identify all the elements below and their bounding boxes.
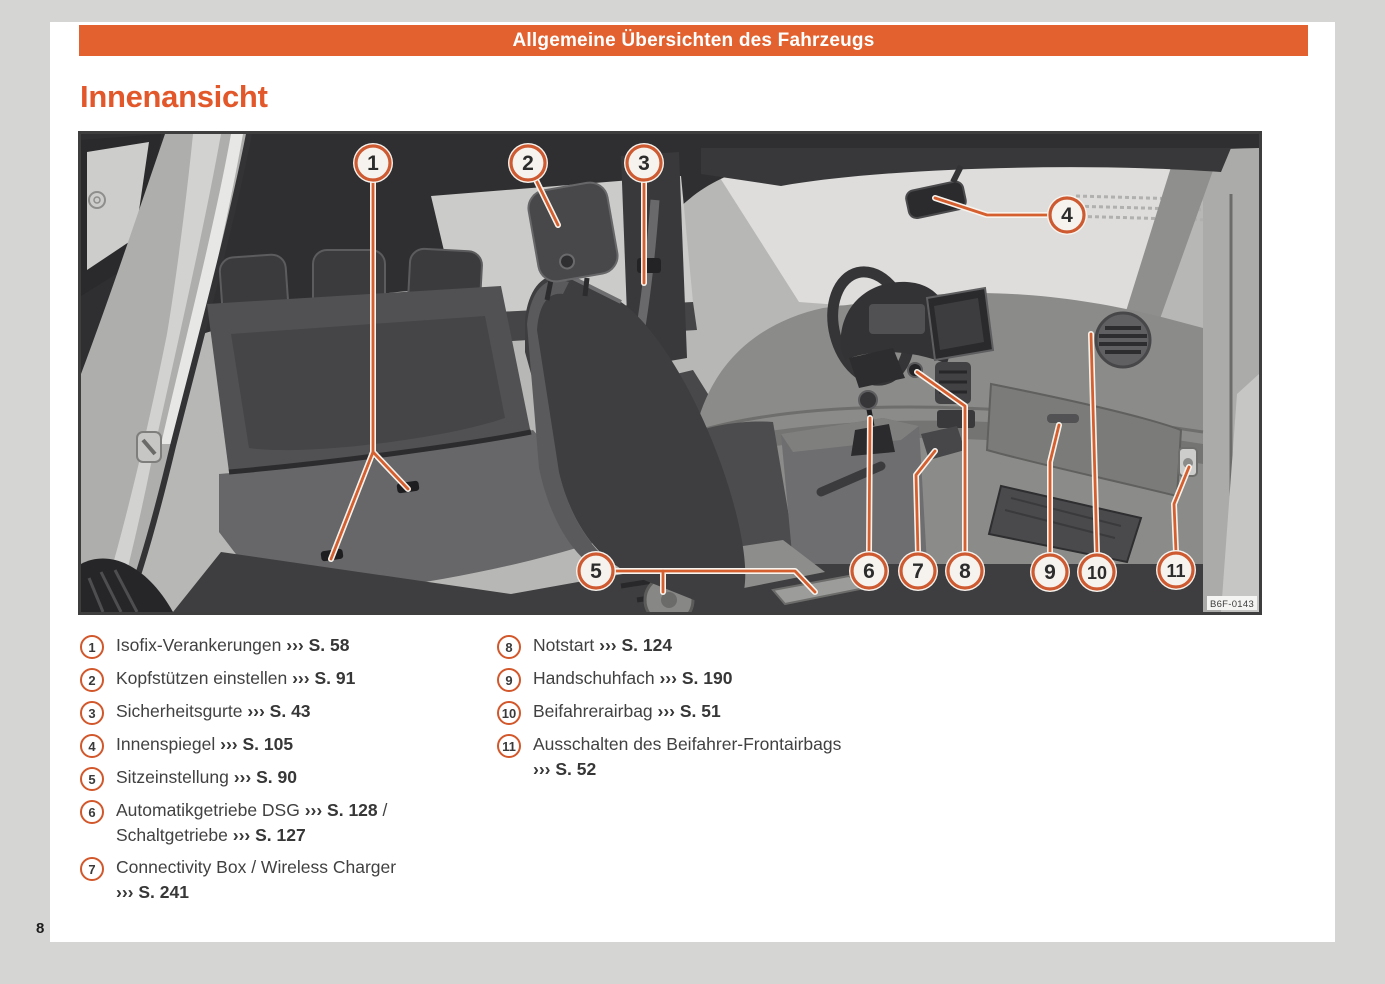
legend-item: 11 Ausschalten des Beifahrer-Frontairbags…: [497, 732, 907, 782]
front-seat-back: [525, 274, 746, 606]
legend-item: 3 Sicherheitsgurte ››› S. 43: [80, 699, 490, 725]
callout-8: 8: [945, 551, 985, 591]
svg-text:11: 11: [1166, 561, 1185, 581]
legend-item: 7 Connectivity Box / Wireless Charger››› …: [80, 855, 490, 905]
legend-item-label: Sicherheitsgurte ››› S. 43: [116, 701, 311, 721]
svg-text:2: 2: [522, 152, 534, 175]
center-console: [781, 418, 927, 586]
legend-item-label: Ausschalten des Beifahrer-Frontairbags››…: [533, 734, 842, 779]
chapter-header-bar: Allgemeine Übersichten des Fahrzeugs: [79, 25, 1308, 56]
rear-bench-cushion: [219, 430, 625, 595]
legend-item-number: 4: [80, 734, 104, 758]
page-number: 8: [36, 920, 45, 937]
legend-item-number: 3: [80, 701, 104, 725]
interior-figure: B6F-0143 1 2 3 4 5 6 7 8 9 10 11: [78, 131, 1262, 615]
callout-5: 5: [576, 551, 616, 591]
legend-item: 4 Innenspiegel ››› S. 105: [80, 732, 490, 758]
callout-layer: 1 2 3 4 5 6 7 8 9 10 11: [328, 143, 1196, 595]
callout-9: 9: [1030, 552, 1070, 592]
svg-text:9: 9: [1044, 561, 1056, 584]
page-title: Innenansicht: [80, 79, 268, 114]
legend-item-number: 9: [497, 668, 521, 692]
callout-11: 11: [1156, 550, 1196, 590]
svg-text:8: 8: [959, 560, 971, 583]
legend-column-left: 1 Isofix-Verankerungen ››› S. 58 2 Kopfstüt…: [80, 633, 490, 912]
legend-item-label: Connectivity Box / Wireless Charger››› S…: [116, 857, 397, 902]
svg-text:3: 3: [638, 152, 650, 175]
svg-text:4: 4: [1061, 204, 1073, 227]
callout-1: 1: [353, 143, 393, 183]
windshield: [701, 148, 1231, 326]
svg-text:5: 5: [590, 560, 602, 583]
legend-item: 5 Sitzeinstellung ››› S. 90: [80, 765, 490, 791]
legend-item-number: 10: [497, 701, 521, 725]
callout-3: 3: [624, 143, 664, 183]
legend-item: 9 Handschuhfach ››› S. 190: [497, 666, 907, 692]
legend-column-right: 8 Notstart ››› S. 124 9 Handschuhfach ››› S…: [497, 633, 907, 789]
callout-7: 7: [898, 551, 938, 591]
image-code: B6F-0143: [1210, 599, 1254, 610]
legend-item-number: 7: [80, 857, 104, 881]
legend-item-label: Handschuhfach ››› S. 190: [533, 668, 733, 688]
callout-2: 2: [508, 143, 548, 183]
legend-item-label: Notstart ››› S. 124: [533, 635, 673, 655]
legend-item: 1 Isofix-Verankerungen ››› S. 58: [80, 633, 490, 659]
legend-item-number: 8: [497, 635, 521, 659]
legend-item-number: 6: [80, 800, 104, 824]
legend-item: 6 Automatikgetriebe DSG ››› S. 128 /Schal…: [80, 798, 490, 848]
legend-item: 10 Beifahrerairbag ››› S. 51: [497, 699, 907, 725]
svg-text:1: 1: [367, 152, 379, 175]
legend-item: 8 Notstart ››› S. 124: [497, 633, 907, 659]
legend-item-label: Sitzeinstellung ››› S. 90: [116, 767, 297, 787]
legend-item-number: 5: [80, 767, 104, 791]
gear-lever: [858, 390, 878, 410]
legend-item-number: 1: [80, 635, 104, 659]
callout-4: 4: [1047, 195, 1087, 235]
legend-item-number: 2: [80, 668, 104, 692]
legend-item-label: Innenspiegel ››› S. 105: [116, 734, 294, 754]
legend-item-label: Isofix-Verankerungen ››› S. 58: [116, 635, 350, 655]
legend-item-number: 11: [497, 734, 521, 758]
callout-6: 6: [849, 551, 889, 591]
legend-item-label: Kopfstützen einstellen ››› S. 91: [116, 668, 356, 688]
callout-10: 10: [1077, 552, 1117, 592]
svg-text:10: 10: [1087, 563, 1107, 583]
glovebox-handle: [1047, 414, 1079, 423]
a-pillar: [1117, 148, 1221, 344]
svg-text:7: 7: [912, 560, 924, 583]
legend-item-label: Beifahrerairbag ››› S. 51: [533, 701, 721, 721]
legend-item: 2 Kopfstützen einstellen ››› S. 91: [80, 666, 490, 692]
svg-text:6: 6: [863, 560, 875, 583]
legend-item-label: Automatikgetriebe DSG ››› S. 128 /Schalt…: [116, 800, 388, 845]
chapter-title: Allgemeine Übersichten des Fahrzeugs: [512, 29, 875, 51]
